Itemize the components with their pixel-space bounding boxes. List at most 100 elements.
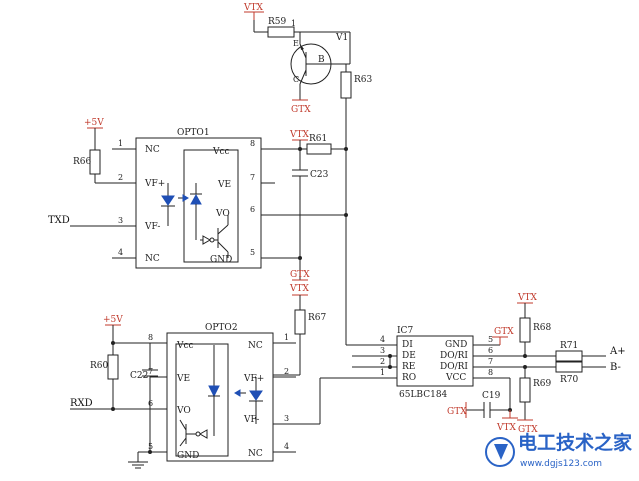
svg-text:2: 2 [118,173,123,182]
watermark: 电工技术之家 www.dgjs123.com [485,431,633,469]
c22-label: C22 [130,371,148,381]
svg-text:1: 1 [291,19,296,28]
resistor-r68 [519,317,531,343]
svg-text:VF+: VF+ [243,374,264,384]
svg-text:+5V: +5V [84,118,104,128]
opto2-label: OPTO2 [205,323,238,333]
svg-text:VCC: VCC [445,373,466,383]
resistor-r66 [89,149,101,175]
svg-text:VF-: VF- [144,222,160,232]
svg-text:E: E [293,39,299,48]
svg-text:NC: NC [145,254,160,264]
svg-text:5: 5 [250,248,255,257]
ic7-part: 65LBC184 [399,390,448,400]
svg-text:GND: GND [177,451,199,461]
r60-label: R60 [90,361,109,371]
svg-text:DE: DE [402,351,416,361]
svg-text:4: 4 [284,442,289,451]
svg-text:B: B [318,55,325,65]
svg-text:8: 8 [148,333,153,342]
ic7-ref: IC7 [397,326,413,336]
v1-label: V1 [335,33,348,43]
r71-label: R71 [560,341,578,351]
svg-text:RO: RO [402,373,416,383]
svg-text:6: 6 [250,205,255,214]
gtx-symbol-transistor: GTX [291,99,311,115]
svg-text:8: 8 [250,139,255,148]
r61-label: R61 [309,134,327,144]
svg-text:7: 7 [488,357,493,366]
svg-text:DI: DI [402,340,413,350]
svg-text:Vcc: Vcc [176,341,194,351]
c23-label: C23 [310,170,329,180]
svg-text:5: 5 [148,442,153,451]
opto2-led-icon [234,377,263,424]
svg-text:RE: RE [402,362,415,372]
resistor-r63 [340,71,352,99]
opto1-transistor-icon [200,215,229,258]
svg-text:VTX: VTX [289,284,310,294]
svg-text:6: 6 [488,346,493,355]
plus5v-symbol-opto2: +5V [103,315,123,326]
svg-text:C: C [293,75,299,84]
svg-text:VE: VE [176,374,190,384]
svg-text:7: 7 [148,367,153,376]
gtx-symbol-ic7: GTX [492,327,514,345]
resistor-r70 [555,361,583,373]
svg-text:6: 6 [148,399,153,408]
svg-text:3: 3 [380,346,385,355]
svg-text:1: 1 [284,333,289,342]
watermark-url: www.dgjs123.com [520,459,602,469]
rxd-label: RXD [70,398,93,409]
svg-text:DO/RI: DO/RI [440,362,468,372]
brand-logo-icon [485,437,515,467]
svg-text:VF-: VF- [243,415,259,425]
opto1-label: OPTO1 [177,128,210,138]
resistor-r59 [267,26,295,38]
gtx-symbol-opto1: GTX [290,270,310,281]
svg-text:3: 3 [284,414,289,423]
svg-text:GND: GND [445,340,467,350]
vtx-symbol-r67: VTX [289,284,310,296]
txd-label: TXD [48,215,70,226]
svg-text:VO: VO [176,406,191,416]
r67-label: R67 [308,313,327,323]
opto1-photodiode-icon [190,183,202,240]
r69-label: R69 [533,379,552,389]
svg-text:4: 4 [380,335,385,344]
resistor-r61 [306,143,332,155]
c19-label: C19 [482,391,501,401]
svg-text:NC: NC [248,449,263,459]
svg-text:8: 8 [488,368,493,377]
a-plus-label: A+ [609,346,626,357]
transistor-v1: B E C V1 [290,33,348,85]
resistor-r60 [107,354,119,380]
svg-text:3: 3 [118,216,123,225]
svg-text:NC: NC [248,341,263,351]
svg-text:GTX: GTX [494,327,514,337]
svg-text:VTX: VTX [243,3,264,13]
opto2-photodiode-icon [208,345,220,436]
svg-text:NC: NC [145,145,160,155]
svg-text:VTX: VTX [517,293,538,303]
svg-text:+5V: +5V [103,315,123,325]
r59-label: R59 [268,17,287,27]
opto2-transistor-icon [179,419,208,447]
plus5v-symbol-opto1: +5V [84,118,104,129]
svg-text:1: 1 [380,368,385,377]
svg-text:Vcc: Vcc [212,147,230,157]
svg-text:7: 7 [250,173,255,182]
svg-text:GTX: GTX [290,270,310,280]
svg-text:1: 1 [118,139,123,148]
svg-text:VTX: VTX [289,130,310,140]
svg-text:VF+: VF+ [144,179,165,189]
resistor-r67 [294,309,306,335]
vtx-symbol-opto1: VTX [289,130,310,141]
watermark-brand: 电工技术之家 [518,431,633,454]
svg-text:GTX: GTX [291,105,311,115]
svg-text:GTX: GTX [447,407,467,417]
svg-text:VO: VO [215,209,230,219]
svg-text:GND: GND [210,255,232,265]
resistor-r71 [555,350,583,362]
